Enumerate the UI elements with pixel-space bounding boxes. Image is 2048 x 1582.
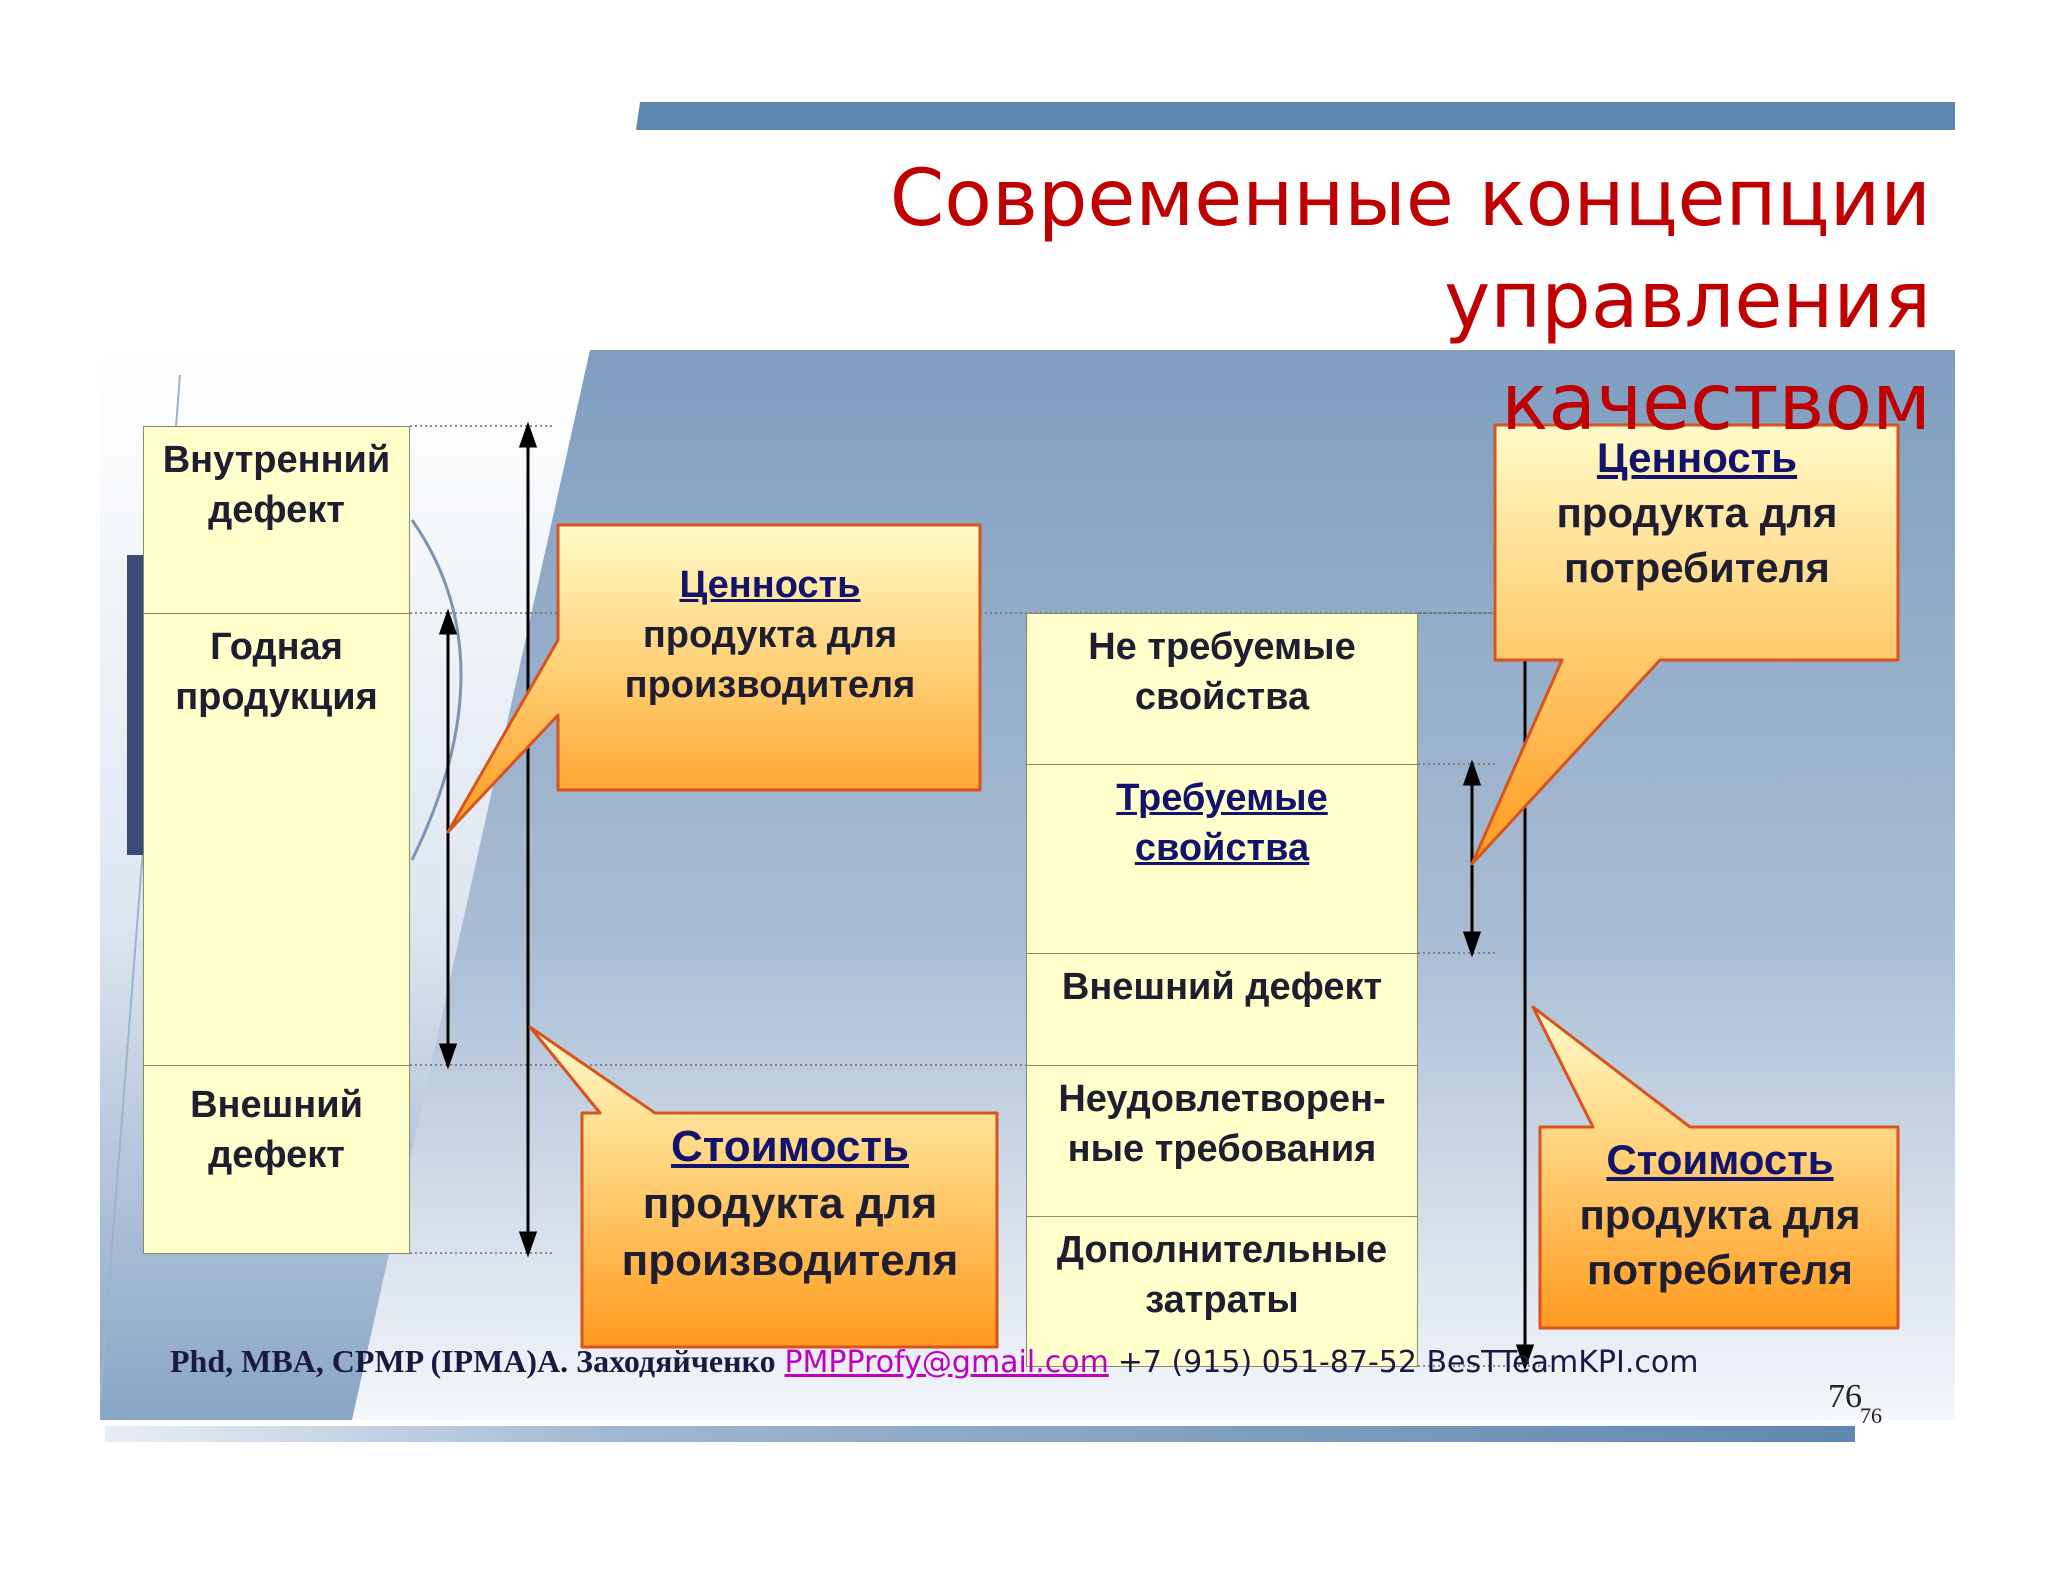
callout-head: Стоимость — [1606, 1136, 1834, 1183]
callout-producer-cost: Стоимость продукта для производителя — [592, 1118, 988, 1289]
callout-consumer-cost-shape — [1531, 1005, 1900, 1330]
callout-head: Ценность — [679, 564, 861, 606]
slide-background — [100, 102, 1955, 1490]
cell-label: Годная продукция — [175, 626, 378, 718]
callout-consumer-value: Ценность продукта для потребителя — [1505, 430, 1889, 595]
cell-unmet-requirements: Неудовлетворен-ные требования — [1026, 1065, 1418, 1217]
cell-internal-defect: Внутренний дефект — [143, 426, 410, 614]
cell-label: Внешний дефект — [190, 1084, 363, 1176]
callout-producer-cost-shape — [528, 1025, 999, 1349]
slide-title: Современные концепции управления качеств… — [431, 148, 1931, 454]
cell-label: Внутренний дефект — [162, 439, 391, 531]
callout-producer-value-shape — [446, 523, 982, 834]
cell-additional-costs: Дополнительные затраты — [1026, 1216, 1418, 1367]
cell-label: Неудовлетворен-ные требования — [1058, 1078, 1386, 1170]
footer: Phd, MBA, CPMP (IPMA)А. Заходяйченко PMP… — [170, 1343, 1950, 1380]
cell-label: Не требуемые свойства — [1088, 626, 1356, 718]
callout-consumer-value-shape — [1470, 423, 1900, 866]
page-number: 76 — [1828, 1378, 1862, 1415]
callout-body: продукта для производителя — [621, 1179, 959, 1285]
footer-contact: +7 (915) 051-87-52 BesTTeamKPI.com — [1117, 1345, 1699, 1380]
footer-author: Phd, MBA, CPMP (IPMA)А. Заходяйченко — [170, 1343, 776, 1379]
footer-email-link[interactable]: PMPProfy@gmail.com — [784, 1345, 1109, 1380]
cell-external-defect-left: Внешний дефект — [143, 1065, 410, 1254]
callout-body: продукта для потребителя — [1556, 489, 1838, 591]
cell-external-defect-right: Внешний дефект — [1026, 953, 1418, 1066]
callout-head: Ценность — [1596, 434, 1798, 481]
cell-label: Дополнительные затраты — [1056, 1229, 1388, 1321]
cell-required-properties: Требуемые свойства — [1026, 764, 1418, 954]
cell-not-required-properties: Не требуемые свойства — [1026, 613, 1418, 765]
cell-label: Внешний дефект — [1061, 966, 1383, 1008]
slide: Современные концепции управления качеств… — [100, 100, 1955, 1490]
cell-label: Требуемые свойства — [1116, 777, 1328, 869]
page-number-sub: 76 — [1860, 1403, 1882, 1428]
title-line-2: качеством — [1501, 358, 1931, 448]
callout-consumer-cost: Стоимость продукта для потребителя — [1550, 1132, 1890, 1297]
bottom-band — [105, 1426, 1855, 1442]
callout-body: продукта для производителя — [624, 614, 916, 706]
cell-good-product: Годная продукция — [143, 613, 410, 1066]
callout-body: продукта для потребителя — [1579, 1191, 1861, 1293]
title-line-1: Современные концепции управления — [889, 154, 1931, 346]
callout-head: Стоимость — [670, 1122, 909, 1171]
top-band — [636, 102, 1955, 130]
callout-producer-value: Ценность продукта для производителя — [570, 560, 970, 710]
decor-arc — [410, 519, 463, 861]
